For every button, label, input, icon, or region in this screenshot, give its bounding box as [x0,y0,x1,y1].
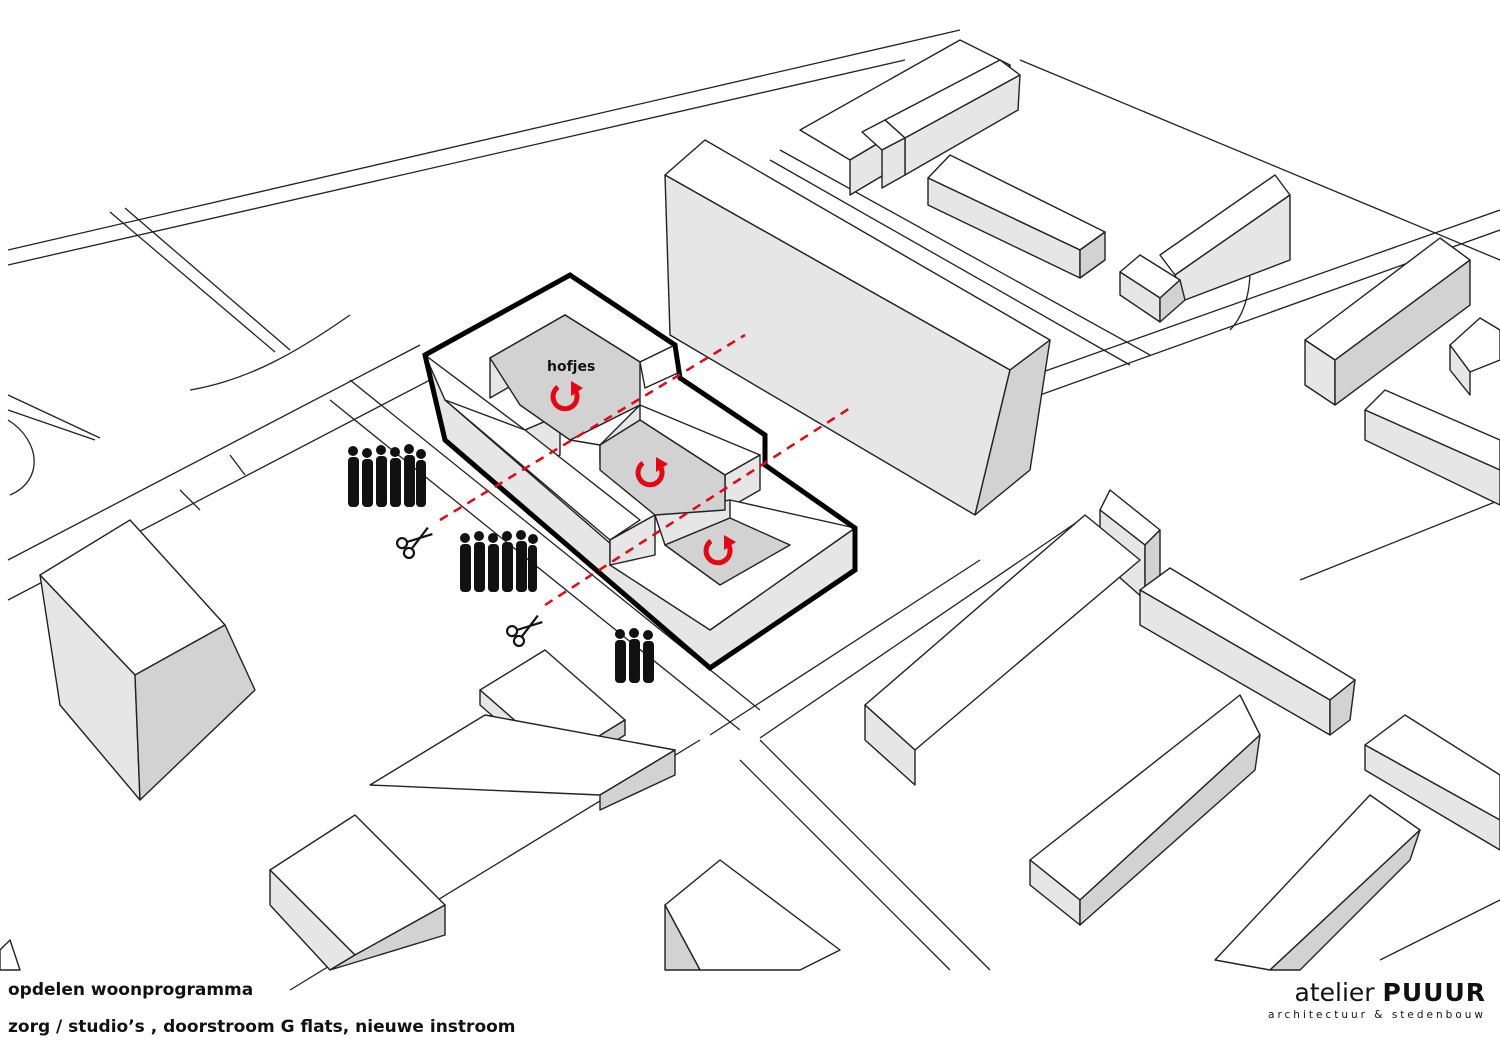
scissors-icon [395,526,433,560]
brand-name: atelier PUUUR [1268,978,1486,1007]
caption-title: opdelen woonprogramma [8,980,254,1000]
people-group-icon [460,530,538,592]
rotation-arrow-icon [635,457,668,488]
people-group-icon [615,628,654,683]
courtyard-label: hofjes [547,359,595,375]
scissors-icon [505,614,543,648]
division-cut-lines [439,333,851,607]
brand-tagline: architectuur & stedenbouw [1268,1009,1486,1021]
people-silhouettes [348,444,654,683]
cut-line-2 [544,406,851,607]
cut-line-1 [439,333,746,522]
brand-name-bold: PUUUR [1382,978,1486,1007]
proposed-building [422,272,858,672]
rotation-arrow-icon [550,381,583,412]
courtyard-rotation-icons: hofjes [547,359,736,566]
scissors-icons [395,526,543,648]
people-group-icon [348,444,426,507]
rotation-arrow-icon [703,535,736,566]
caption-subtitle: zorg / studio’s , doorstroom G flats, ni… [8,1017,516,1037]
context-buildings [0,39,1500,971]
brand-name-light: atelier [1294,978,1383,1007]
brand-logo: atelier PUUUR architectuur & stedenbouw [1268,978,1486,1021]
